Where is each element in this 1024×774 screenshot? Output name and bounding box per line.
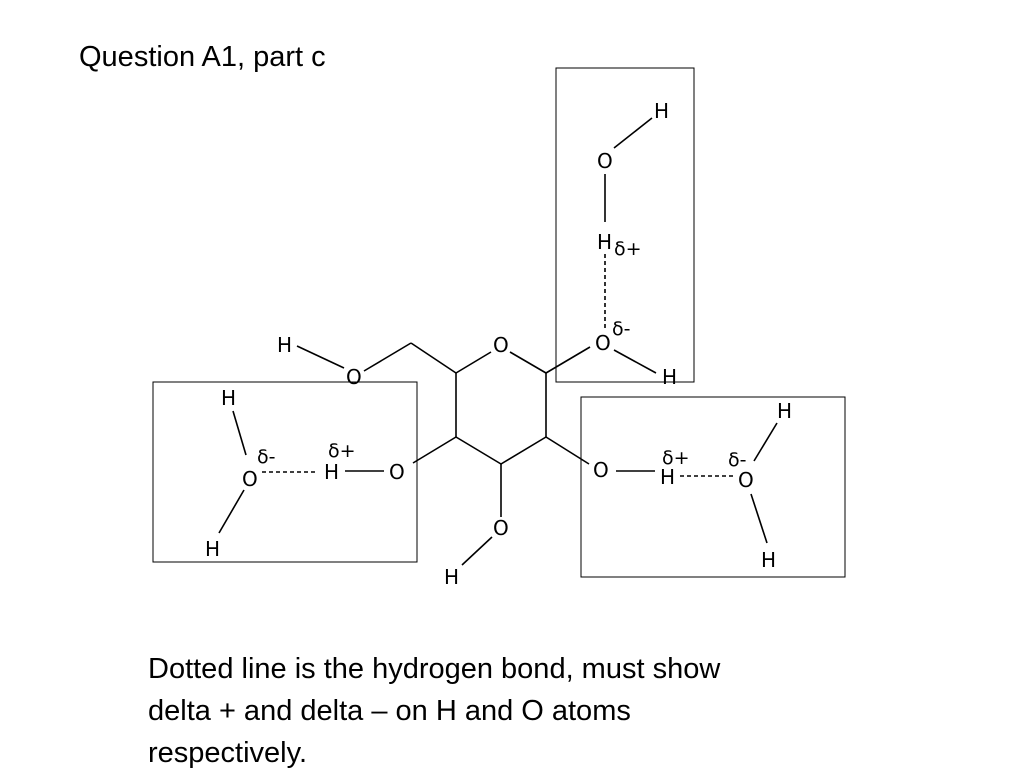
right-water-bonds [680,422,778,544]
atom-o1-h: H [662,365,677,389]
atom-o4: O [389,460,405,484]
charge-top-delta-plus: δ+ [614,238,642,260]
caption: Dotted line is the hydrogen bond, must s… [148,648,868,774]
caption-line-3: respectively. [148,737,308,769]
atom-right-water-h-upper: H [777,399,792,423]
atom-left-water-o: O [242,467,258,491]
atom-h6: H [277,333,292,357]
charge-left-delta-minus: δ- [257,446,275,468]
atom-o2: O [593,458,609,482]
atom-right-water-h-lower: H [761,548,776,572]
atom-o6: O [346,365,362,389]
caption-line-2: delta + and delta – on H and O atoms [148,695,631,727]
top-water-bonds [604,117,657,374]
atom-h3: H [444,565,459,589]
box-top-water [555,67,695,383]
left-water-bonds [218,410,318,534]
atom-left-water-h-lower: H [205,537,220,561]
atom-ring-oxygen: O [493,333,509,357]
atom-o2-h: H [660,465,675,489]
atom-right-water-o: O [738,468,754,492]
caption-line-1: Dotted line is the hydrogen bond, must s… [148,653,721,685]
charge-right-delta-minus: δ- [728,449,746,471]
box-right-water [580,396,846,578]
sugar-ring [296,342,655,566]
slide-title: Question A1, part c [79,41,326,73]
atom-o4-h: H [324,460,339,484]
atom-top-water-h-upper: H [654,99,669,123]
atom-left-water-h-upper: H [221,386,236,410]
charge-top-delta-minus: δ- [612,318,630,340]
atom-top-water-o: O [597,149,613,173]
charge-left-delta-plus: δ+ [328,440,356,462]
atom-top-water-h-lower: H [597,230,612,254]
atom-o3: O [493,516,509,540]
box-left-water [152,381,418,563]
charge-right-delta-plus: δ+ [662,447,690,469]
atom-o1: O [595,331,611,355]
